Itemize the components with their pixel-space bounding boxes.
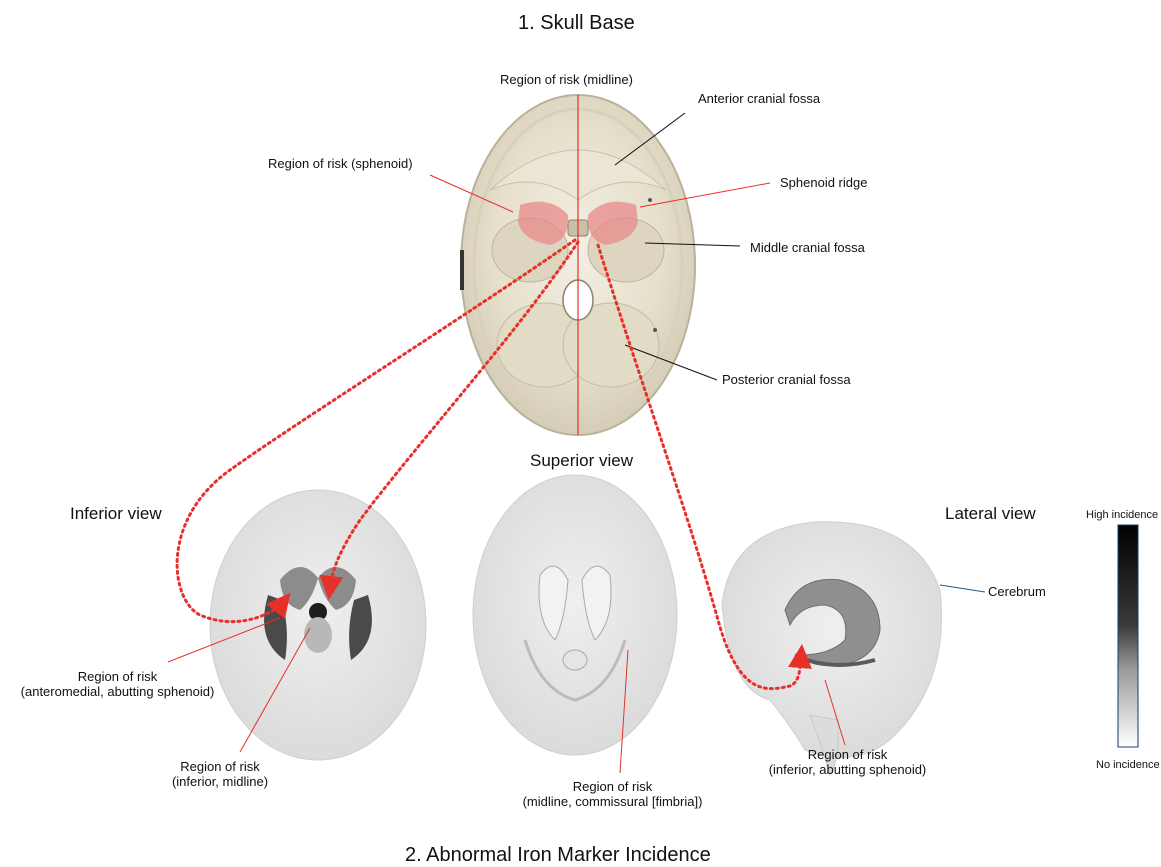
lateral-view-title: Lateral view	[945, 504, 1036, 524]
label-anterior-fossa: Anterior cranial fossa	[698, 92, 820, 107]
label-lateral-inferior: Region of risk (inferior, abutting sphen…	[735, 748, 960, 778]
label-inferior-anteromedial: Region of risk (anteromedial, abutting s…	[5, 670, 230, 700]
label-posterior-fossa: Posterior cranial fossa	[722, 373, 851, 388]
legend-low-label: No incidence	[1096, 759, 1160, 772]
label-middle-fossa: Middle cranial fossa	[750, 241, 865, 256]
section1-title: 1. Skull Base	[518, 12, 635, 35]
label-superior-midline: Region of risk (midline, commissural [fi…	[500, 780, 725, 810]
brain-lateral-image	[722, 522, 942, 775]
brain-inferior-image	[210, 490, 426, 760]
section2-title: 2. Abnormal Iron Marker Incidence	[405, 844, 711, 867]
label-sphenoid-risk: Region of risk (sphenoid)	[268, 157, 413, 172]
label-midline-risk: Region of risk (midline)	[500, 73, 633, 88]
label-sphenoid-ridge: Sphenoid ridge	[780, 176, 867, 191]
label-cerebrum: Cerebrum	[988, 585, 1046, 600]
superior-view-title: Superior view	[530, 451, 633, 471]
legend-high-label: High incidence	[1086, 509, 1158, 522]
incidence-legend-bar	[1118, 525, 1138, 747]
inferior-view-title: Inferior view	[70, 504, 162, 524]
brain-superior-image	[473, 475, 677, 755]
label-inferior-midline: Region of risk (inferior, midline)	[150, 760, 290, 790]
